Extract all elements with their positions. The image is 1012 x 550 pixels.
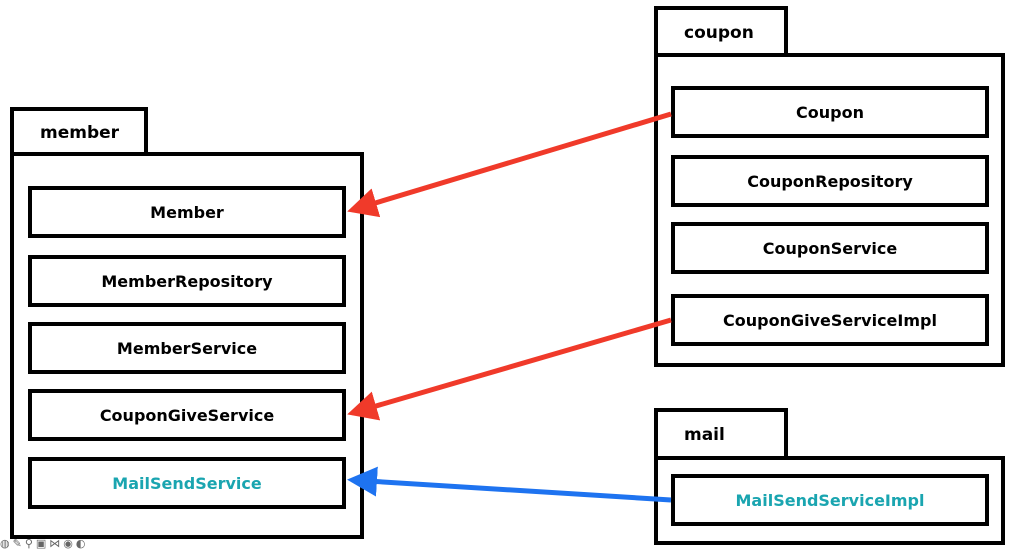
class-member[interactable]: Member	[28, 186, 346, 238]
class-coupon-give-service-impl[interactable]: CouponGiveServiceImpl	[671, 294, 989, 346]
class-coupon-repository[interactable]: CouponRepository	[671, 155, 989, 207]
arrow-coupon-to-member	[347, 111, 672, 218]
class-mail-send-service-label: MailSendService	[112, 473, 262, 493]
coupon-package-tab: coupon	[654, 6, 788, 56]
class-coupon-give-service-label: CouponGiveService	[99, 405, 275, 425]
class-member-repository[interactable]: MemberRepository	[28, 255, 346, 307]
class-member-label: Member	[150, 202, 224, 222]
class-coupon-label: Coupon	[796, 102, 864, 122]
class-coupon-give-service[interactable]: CouponGiveService	[28, 389, 346, 441]
class-coupon-repository-label: CouponRepository	[747, 171, 913, 191]
mail-package-tab: mail	[654, 408, 788, 458]
globe-icon[interactable]: ◍	[0, 537, 10, 550]
pencil-icon[interactable]: ✎	[12, 537, 22, 550]
class-coupon-service[interactable]: CouponService	[671, 222, 989, 274]
chat-icon[interactable]: ◉	[63, 537, 73, 550]
arrow-coupon-give-service-impl-to-coupon-give-service	[347, 317, 672, 421]
class-coupon-service-label: CouponService	[762, 238, 898, 258]
class-member-service-label: MemberService	[116, 338, 258, 358]
search-icon[interactable]: ⚲	[24, 537, 33, 550]
class-member-repository-label: MemberRepository	[101, 271, 273, 291]
class-mail-send-service-impl-label: MailSendServiceImpl	[735, 490, 925, 510]
viewer-toolbar: ◍ ✎ ⚲ ▣ ⋈ ◉ ◐	[0, 537, 86, 550]
class-coupon[interactable]: Coupon	[671, 86, 989, 138]
member-package-label: member	[40, 123, 120, 143]
arrow-mail-send-service-impl-to-mail-send-service	[347, 466, 672, 503]
class-member-service[interactable]: MemberService	[28, 322, 346, 374]
class-mail-send-service[interactable]: MailSendService	[28, 457, 346, 509]
class-mail-send-service-impl[interactable]: MailSendServiceImpl	[671, 474, 989, 526]
cc-icon[interactable]: ▣	[35, 537, 47, 550]
class-coupon-give-service-impl-label: CouponGiveServiceImpl	[723, 310, 937, 330]
coupon-package-label: coupon	[684, 23, 754, 43]
settings-icon[interactable]: ◐	[75, 537, 86, 550]
network-icon[interactable]: ⋈	[49, 537, 61, 550]
mail-package-label: mail	[684, 425, 725, 445]
member-package-tab: member	[10, 107, 148, 155]
